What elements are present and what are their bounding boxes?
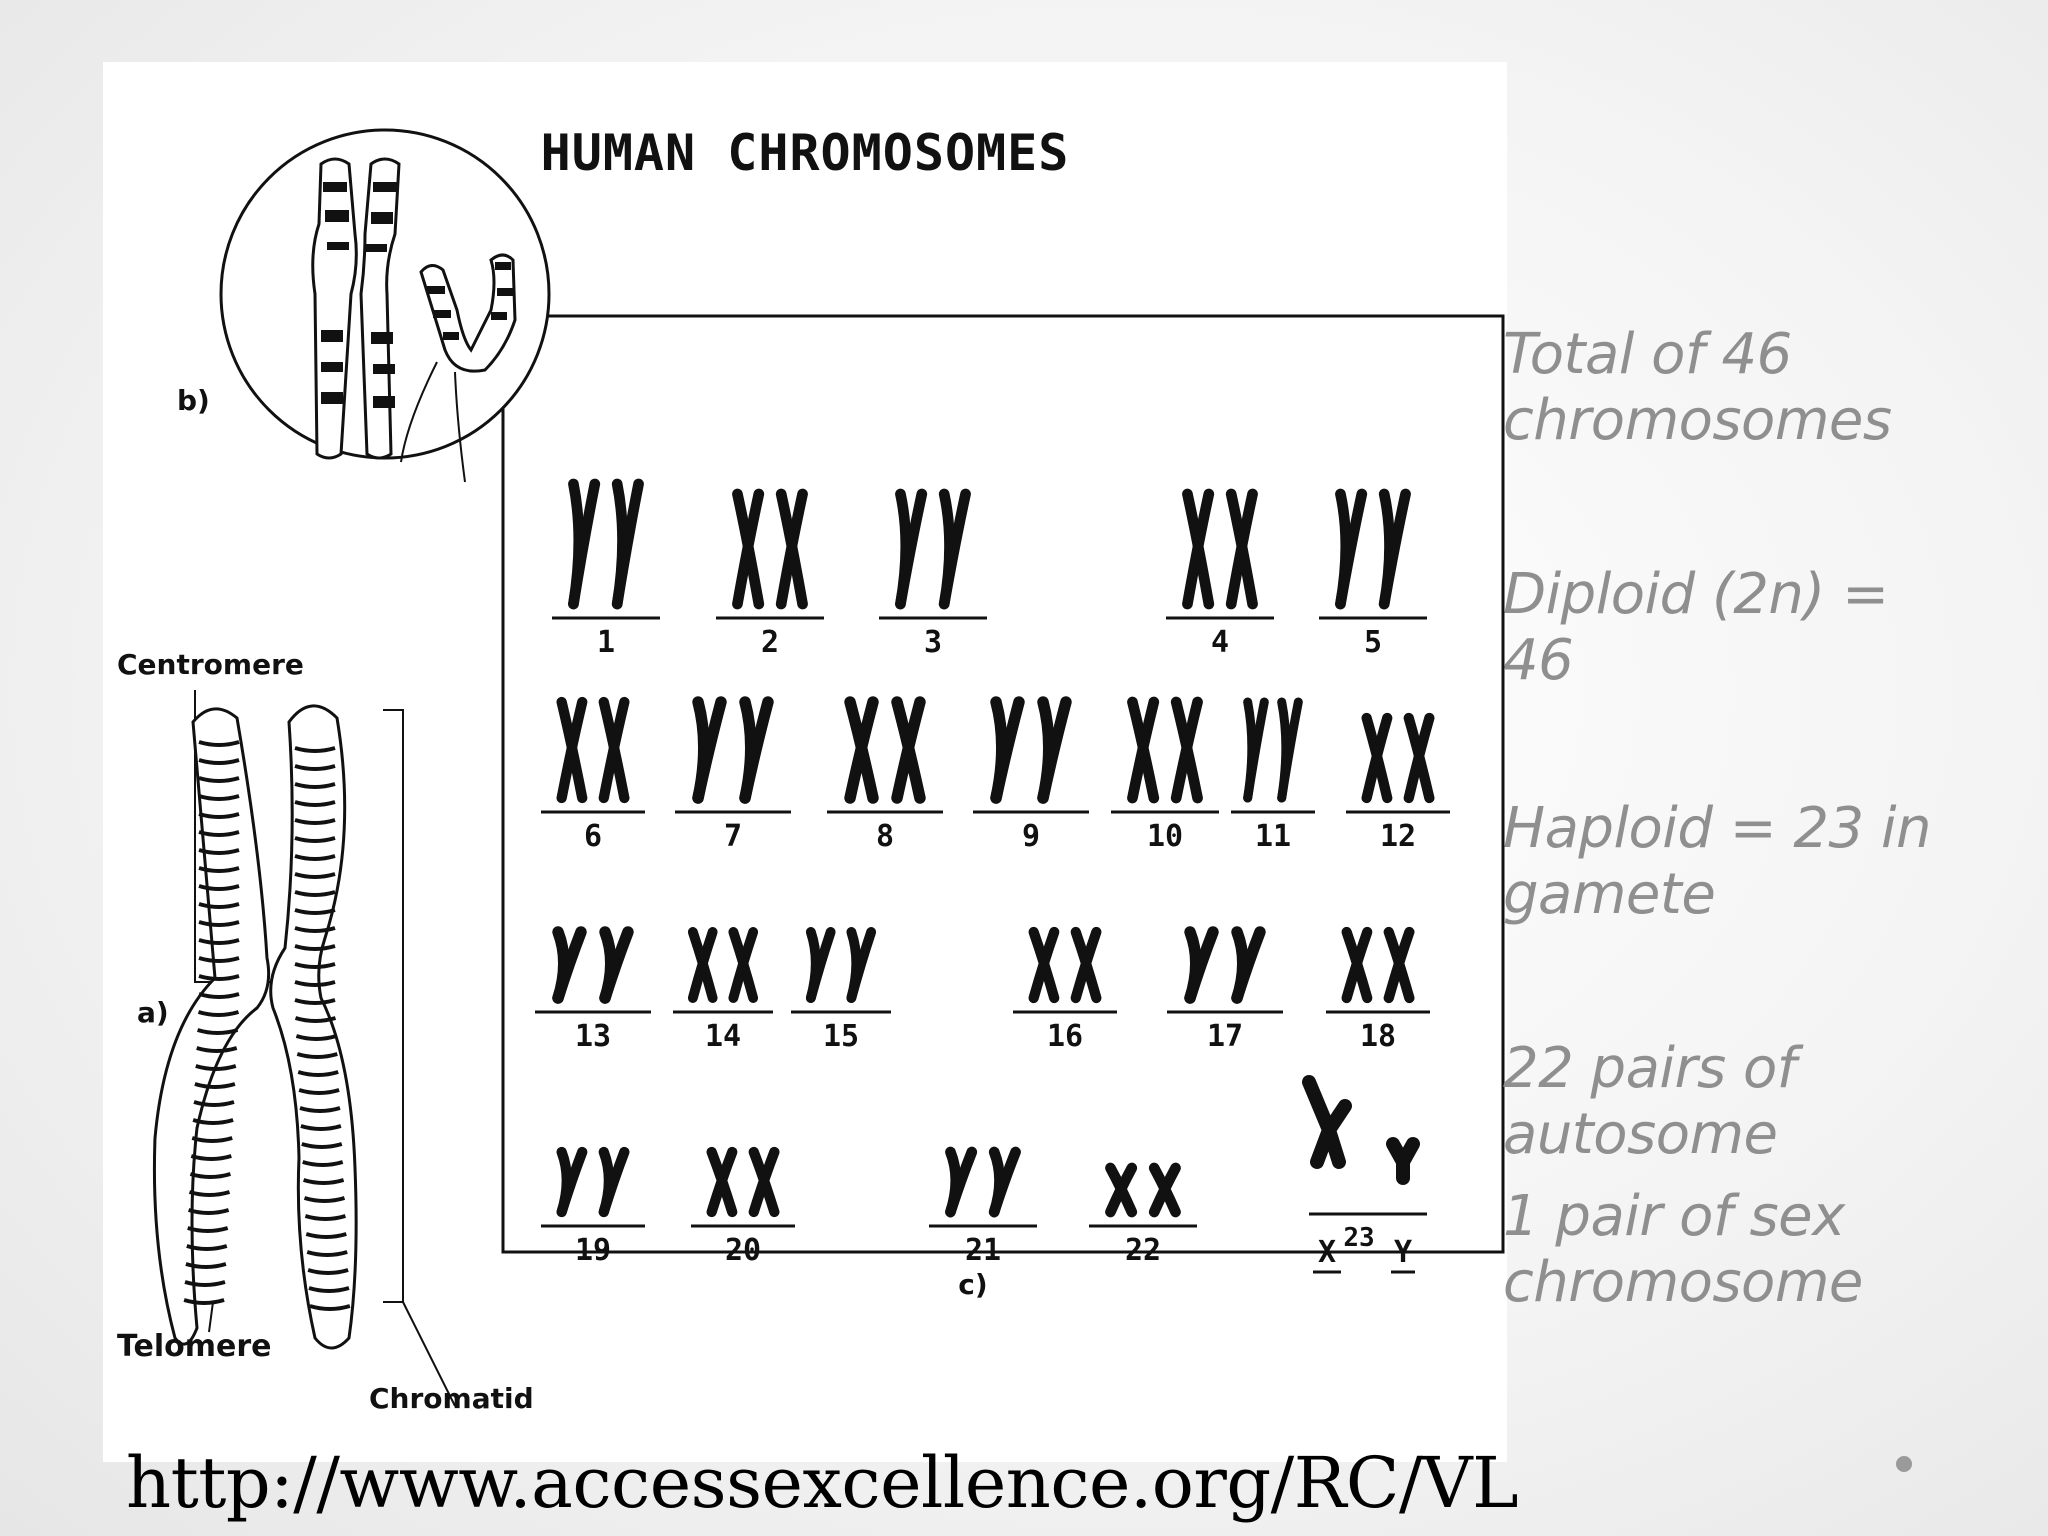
side-line: Haploid = 23 in [1503,796,1932,861]
chromosome-glyph [844,696,926,804]
chromosome-glyph [556,1146,630,1218]
side-line: chromosome [1503,1250,1863,1315]
side-line: gamete [1503,862,1716,927]
chromosome-number: 22 [1125,1233,1161,1268]
chromosome-number: 15 [823,1019,859,1054]
chromosome-number: 8 [876,819,894,854]
chromosome-glyph [990,696,1072,804]
side-line: 22 pairs of [1503,1036,1796,1101]
side-text-sex: 1 pair of sex chromosome [1503,1184,2023,1316]
panel-a-label: a) [137,996,169,1029]
chromosome-number: 6 [584,819,602,854]
telomere-label: Telomere [117,1329,271,1364]
side-line: 1 pair of sex [1503,1184,1845,1249]
chromosome-glyph [1243,697,1303,803]
side-text-autosome: 22 pairs of autosome [1503,1036,2023,1168]
chromosome-glyph [568,478,644,610]
chromosome-number: 18 [1360,1019,1396,1054]
panel-b-magnified-chromosome [219,128,551,483]
chromosome-glyph [1335,488,1411,610]
panel-b-label: b) [177,384,210,417]
chromosome-figure: HUMAN CHROMOSOMES [103,62,1507,1462]
chromosome-number: 17 [1207,1019,1243,1054]
side-line: chromosomes [1503,388,1892,453]
chromosome-number: 2 [761,625,779,660]
chromatid-label: Chromatid [369,1382,534,1415]
chromosome-number: 4 [1211,625,1229,660]
chromosome-glyph [687,927,759,1003]
chromosome-glyph [895,488,971,610]
chromosome-number: 13 [575,1019,611,1054]
source-url[interactable]: http://www.accessexcellence.org/RC/VL [126,1442,1519,1524]
chromosome-glyph [1127,696,1203,804]
side-line: Diploid (2n) = [1503,562,1889,627]
chromosome-glyph [732,488,808,610]
chromosome-glyph [1361,712,1435,804]
chromosome-glyph [552,926,634,1004]
chromosome-glyph [945,1146,1021,1218]
panel-a-chromosome [152,690,456,1407]
side-text-diploid: Diploid (2n) = 46 [1503,562,2023,694]
panel-c-label: c) [958,1268,987,1301]
figure-title: HUMAN CHROMOSOMES [540,124,1070,182]
chromosome-number: 7 [724,819,742,854]
chromosome-number: 11 [1255,819,1291,854]
chromosome-number: 14 [705,1019,741,1054]
chromosome-glyph [556,696,630,804]
side-line: 46 [1503,628,1574,693]
chromosome-glyph [692,696,774,804]
karyotype-box [501,314,1505,1254]
side-line: autosome [1503,1102,1778,1167]
chromosome-glyph [1182,488,1258,610]
side-text-total: Total of 46 chromosomes [1503,322,2023,454]
x-chromosome-label: X [1318,1235,1336,1270]
x-chromosome-superscript: 23 [1343,1223,1374,1253]
slide-bullet-dot [1896,1456,1912,1472]
chromosome-glyph [1105,1162,1181,1218]
y-chromosome-label: Y [1394,1235,1412,1270]
chromosome-number: 21 [965,1233,1001,1268]
chromosome-glyph [1184,926,1266,1004]
chromosome-glyph [706,1146,780,1218]
chromosome-number: 9 [1022,819,1040,854]
chromosome-number: 20 [725,1233,761,1268]
chromosome-number: 10 [1147,819,1183,854]
chromosome-number: 12 [1380,819,1416,854]
chromosome-number: 5 [1364,625,1382,660]
side-text-haploid: Haploid = 23 in gamete [1503,796,2023,928]
chromosome-number: 3 [924,625,942,660]
chromosome-glyph [1028,926,1102,1004]
chromosome-number: 16 [1047,1019,1083,1054]
chromosome-number: 19 [575,1233,611,1268]
chromosome-glyph [1341,926,1415,1004]
chromosome-glyph [805,927,877,1003]
chromosome-number: 1 [597,625,615,660]
centromere-label: Centromere [117,648,304,681]
side-line: Total of 46 [1503,322,1792,387]
